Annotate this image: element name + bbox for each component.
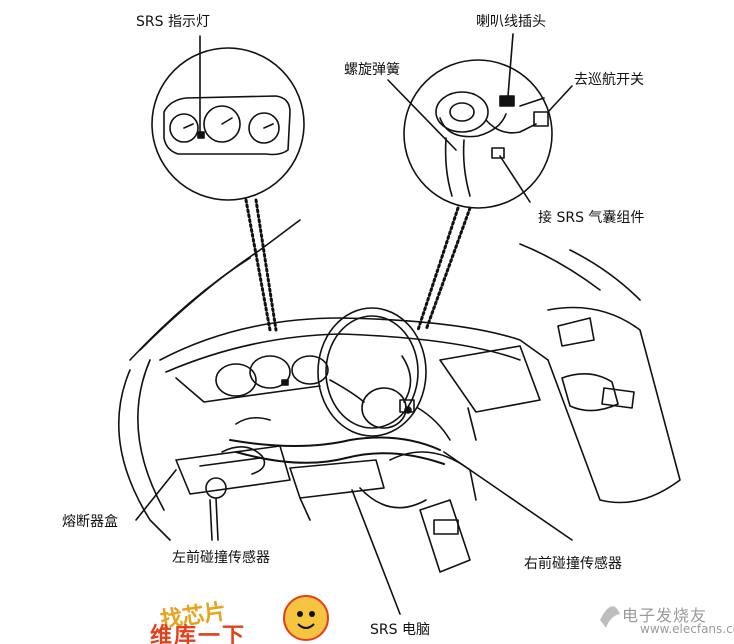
label-srs-ecu: SRS 电脑 <box>370 622 430 638</box>
watermark-site-cn: 电子发烧友 <box>622 606 708 625</box>
dashboard <box>159 317 549 441</box>
right-door <box>547 306 681 504</box>
label-fuse-box: 熔断器盒 <box>62 514 118 530</box>
instrument-cluster-detail <box>163 95 291 156</box>
label-right-sensor: 右前碰撞传感器 <box>524 556 622 572</box>
elecfans-logo-icon <box>600 606 620 628</box>
label-clock-spring: 螺旋弹簧 <box>344 62 400 78</box>
indicator-magnifier-circle <box>151 47 305 201</box>
label-left-sensor: 左前碰撞传感器 <box>172 550 270 566</box>
steering-wheel <box>317 307 451 441</box>
steering-magnifier-circle <box>403 59 553 209</box>
watermark-site-url: www.elecfans.com <box>640 622 734 636</box>
watermark-brand-bottom: 维库一下 <box>150 624 247 644</box>
label-cruise-switch: 去巡航开关 <box>574 72 644 88</box>
watermark-logo-icon <box>283 595 329 641</box>
label-to-airbag: 接 SRS 气囊组件 <box>538 210 645 226</box>
label-horn-connector: 喇叭线插头 <box>476 14 546 30</box>
clock-spring-detail <box>435 91 549 197</box>
label-srs-indicator: SRS 指示灯 <box>136 14 210 30</box>
lower-dash-area <box>175 416 477 573</box>
